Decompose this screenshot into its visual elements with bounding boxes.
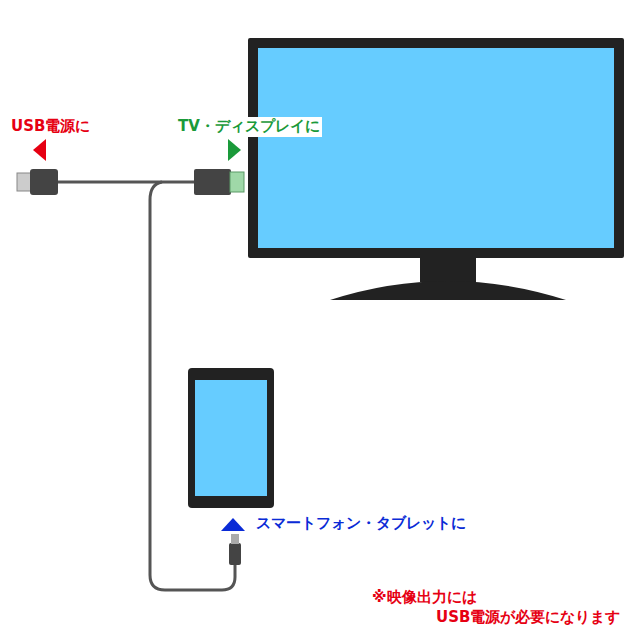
- usb-plug-tip: [17, 173, 32, 191]
- device-label: スマートフォン・タブレットに: [254, 514, 468, 534]
- micro-usb-body: [229, 543, 241, 565]
- phone-screen: [195, 380, 267, 496]
- tv-base: [330, 281, 566, 300]
- cable: [58, 181, 196, 184]
- hdmi-plug-body: [194, 169, 231, 195]
- tv-bezel: [248, 38, 624, 258]
- power-label: USB電源に: [9, 117, 92, 137]
- tv-neck: [420, 258, 476, 282]
- usb-plug-body: [30, 169, 58, 195]
- note-label: ※映像出力には USB電源が必要になります: [370, 588, 632, 627]
- display-label: TV・ディスプレイに: [176, 117, 322, 137]
- blue-arrow: [221, 518, 245, 531]
- red-arrow: [33, 139, 46, 161]
- tv-screen: [258, 48, 614, 248]
- green-arrow: [228, 139, 241, 161]
- micro-usb-tip: [231, 534, 239, 544]
- phone-body: [188, 368, 274, 508]
- hdmi-plug-tip: [230, 172, 244, 192]
